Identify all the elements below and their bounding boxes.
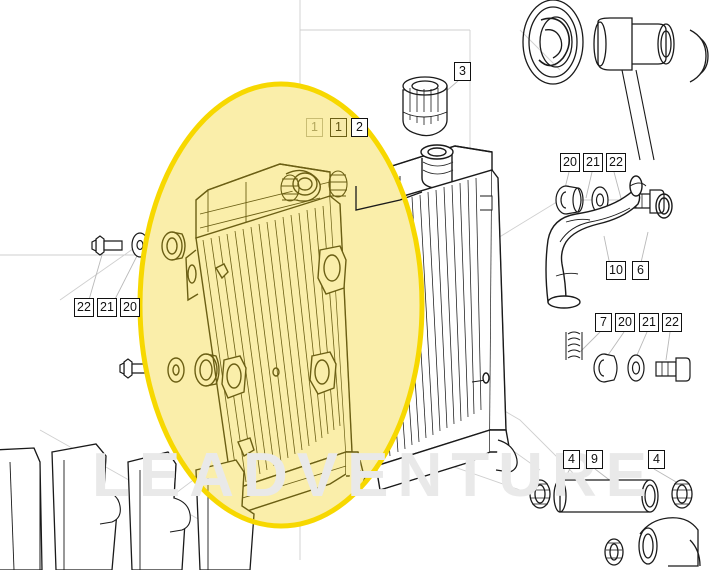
callout-21-8[interactable]: 21	[583, 153, 603, 172]
callout-10-10[interactable]: 10	[606, 261, 626, 280]
callout-22-9[interactable]: 22	[606, 153, 626, 172]
watermark-text: LEADVENTURE	[92, 441, 657, 510]
callout-22-15[interactable]: 22	[662, 313, 682, 332]
callout-2-2[interactable]: 2	[351, 118, 368, 137]
callout-20-13[interactable]: 20	[615, 313, 635, 332]
callout-20-7[interactable]: 20	[560, 153, 580, 172]
callout-22-4[interactable]: 22	[74, 298, 94, 317]
callout-4-16[interactable]: 4	[563, 450, 580, 469]
lower-right-hardware	[565, 331, 691, 383]
callout-7-12[interactable]: 7	[595, 313, 612, 332]
callout-21-5[interactable]: 21	[97, 298, 117, 317]
top-right-assembly	[522, 0, 709, 161]
callout-20-6[interactable]: 20	[120, 298, 140, 317]
lower-hose-assembly	[529, 479, 701, 567]
callout-9-17[interactable]: 9	[586, 450, 603, 469]
callout-6-11[interactable]: 6	[632, 261, 649, 280]
callout-3-3[interactable]: 3	[454, 62, 471, 81]
callout-21-14[interactable]: 21	[639, 313, 659, 332]
callout-1-1[interactable]: 1	[330, 118, 347, 137]
highlight-ellipse-outline[interactable]	[137, 81, 425, 529]
callout-1-0[interactable]: 1	[306, 118, 323, 137]
upper-coolant-hose	[545, 175, 673, 309]
radiator-cap-part3	[402, 76, 448, 137]
callout-4-18[interactable]: 4	[648, 450, 665, 469]
overlap-parts-black	[355, 186, 423, 211]
